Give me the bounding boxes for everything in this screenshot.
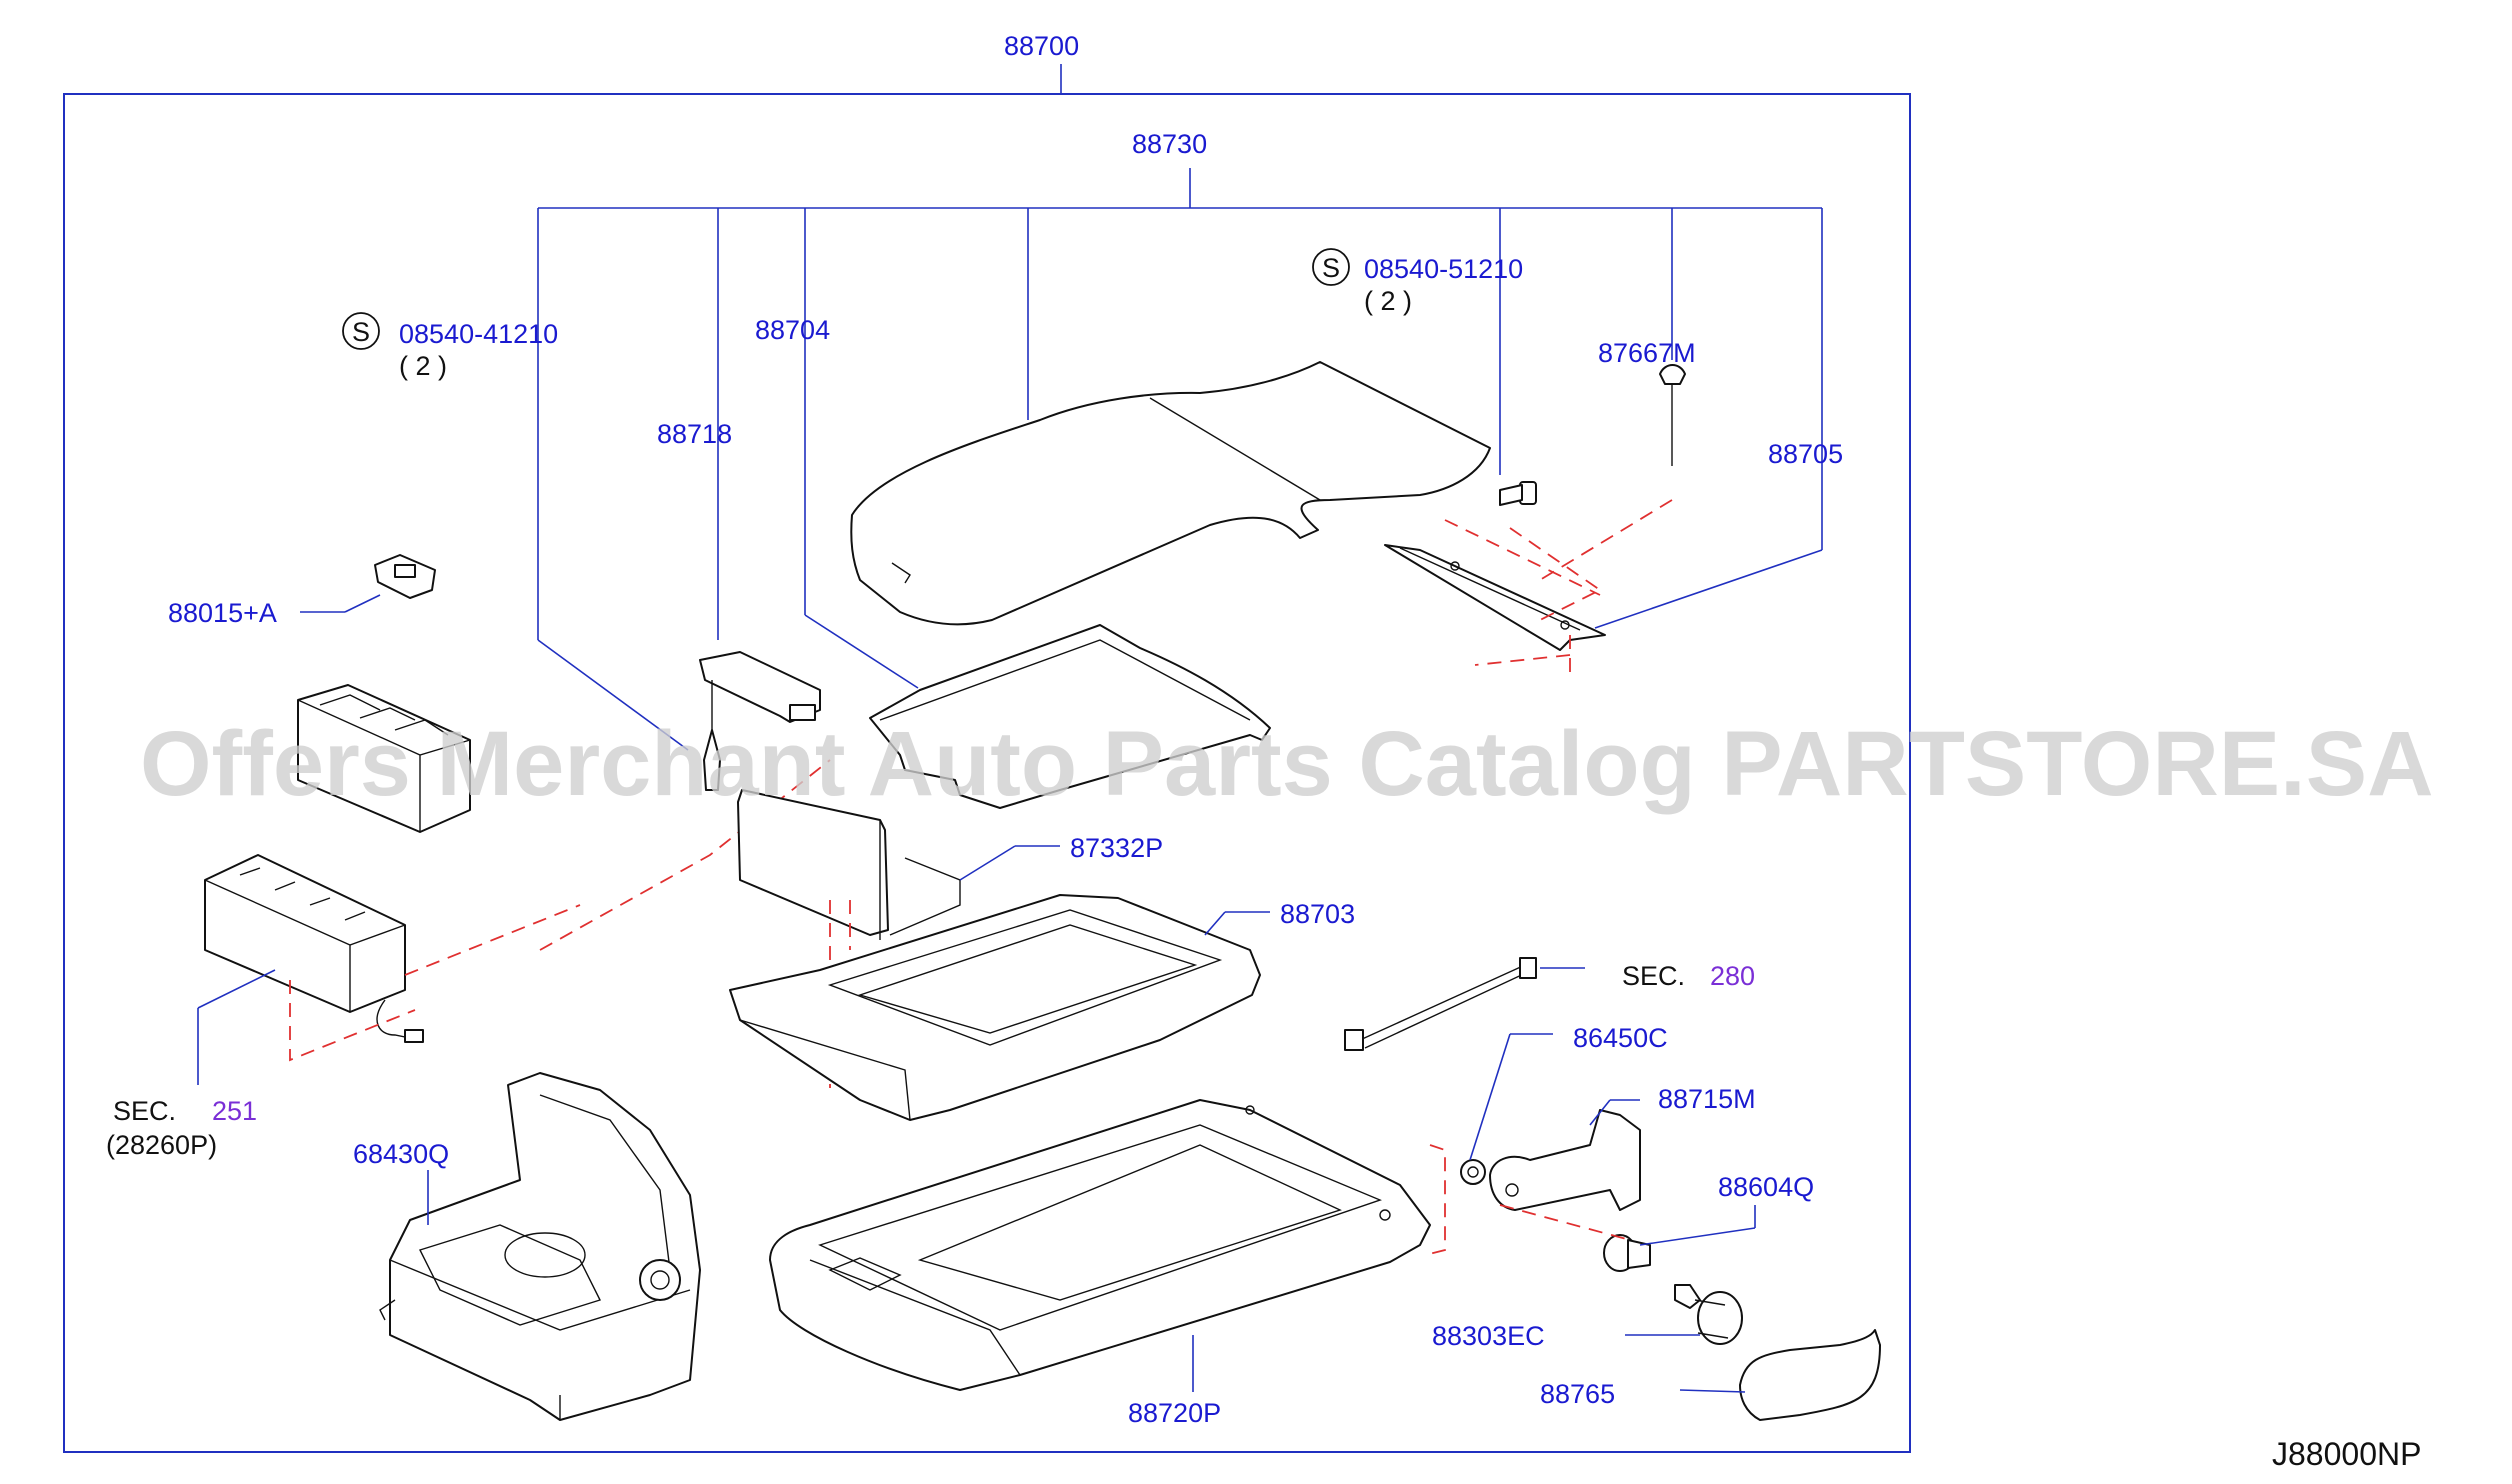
switch-panel-upper xyxy=(297,684,471,833)
guide-left xyxy=(289,759,831,1062)
label-28260P: (28260P) xyxy=(106,1130,217,1160)
label-88703: 88703 xyxy=(1280,899,1355,929)
sec-prefix-280: SEC. xyxy=(1622,961,1685,991)
label-88705: 88705 xyxy=(1768,439,1843,469)
label-88704: 88704 xyxy=(755,315,830,345)
label-88720P: 88720P xyxy=(1128,1398,1221,1428)
label-88715M: 88715M xyxy=(1658,1084,1756,1114)
label-88718: 88718 xyxy=(657,419,732,449)
guide-right xyxy=(1424,1144,1631,1256)
tray-88703 xyxy=(729,894,1261,1121)
bracket-87332P xyxy=(737,789,961,940)
console-box-88720P xyxy=(769,1099,1431,1391)
lid-plate-part xyxy=(869,624,1271,809)
label-88015A: 88015+A xyxy=(168,598,277,628)
leader-88765 xyxy=(1679,1389,1746,1393)
latch-88718 xyxy=(699,651,821,723)
cup-holder-68430Q xyxy=(379,1072,701,1421)
clip-87667M xyxy=(1659,364,1686,466)
label-87667M: 87667M xyxy=(1598,338,1696,368)
leader-sec251-b xyxy=(197,969,276,1009)
diagram-code: J88000NP xyxy=(2272,1436,2421,1472)
armrest-lid-part xyxy=(850,361,1491,626)
label-08540-51210: 08540-51210 xyxy=(1364,254,1523,284)
washer-hole xyxy=(1467,1166,1479,1178)
s-text-41210: S xyxy=(352,317,370,347)
clip-08540-41210 xyxy=(703,680,721,791)
sec-ref-280: 280 xyxy=(1710,961,1755,991)
switch-panel-lower xyxy=(204,854,424,1043)
s-symbol-41210 xyxy=(342,312,380,350)
s-symbol-51210 xyxy=(1312,248,1350,286)
label-88604Q: 88604Q xyxy=(1718,1172,1814,1202)
leader-88015A-b xyxy=(344,594,381,613)
qty-41210: ( 2 ) xyxy=(399,351,447,381)
cover-88765 xyxy=(1739,1329,1881,1421)
grommet-88604Q xyxy=(1603,1234,1651,1272)
leader-88703-b xyxy=(1204,911,1226,936)
sec-prefix-251: SEC. xyxy=(113,1096,176,1126)
leader-88604Q xyxy=(1639,1227,1756,1246)
wire-harness xyxy=(1344,957,1537,1051)
washer-86450C xyxy=(1460,1159,1486,1185)
leader-88715M-b xyxy=(1589,1099,1611,1126)
s-text-51210: S xyxy=(1322,253,1340,283)
sec-ref-251: 251 xyxy=(212,1096,257,1126)
leader-87332P-b xyxy=(959,845,1016,881)
hinge-plate-part xyxy=(1384,544,1606,651)
bracket-88715M xyxy=(1489,1109,1641,1211)
label-08540-41210: 08540-41210 xyxy=(399,319,558,349)
label-88765: 88765 xyxy=(1540,1379,1615,1409)
label-88700: 88700 xyxy=(1004,31,1079,61)
watermark-text: Offers Merchant Auto Parts Catalog PARTS… xyxy=(140,713,2434,815)
diagram-frame xyxy=(63,93,1911,1453)
screw-08540-51210 xyxy=(1499,481,1537,506)
switch-88015A xyxy=(374,554,436,599)
bracket-88730 xyxy=(537,168,1823,751)
leader-86450C xyxy=(1469,1033,1511,1161)
label-86450C: 86450C xyxy=(1573,1023,1668,1053)
guide-hinge xyxy=(1444,499,1673,680)
bumper-88303EC xyxy=(1674,1284,1743,1345)
label-88730: 88730 xyxy=(1132,129,1207,159)
label-88303EC: 88303EC xyxy=(1432,1321,1545,1351)
label-87332P: 87332P xyxy=(1070,833,1163,863)
qty-51210: ( 2 ) xyxy=(1364,286,1412,316)
label-68430Q: 68430Q xyxy=(353,1139,449,1169)
